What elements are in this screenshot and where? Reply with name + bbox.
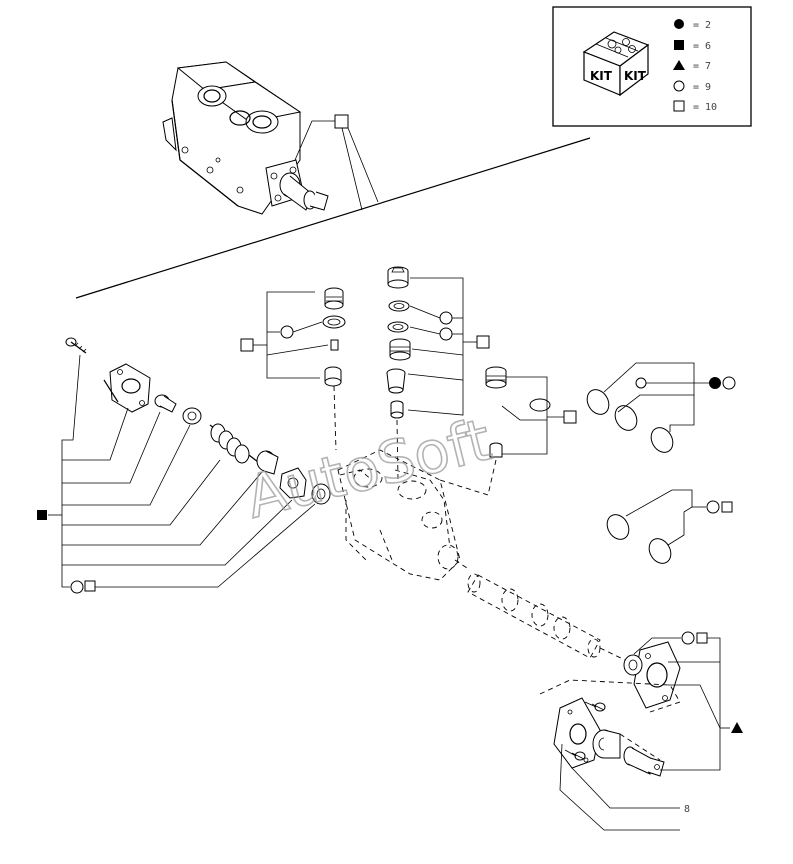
open-circle-icon [722, 376, 736, 390]
kit-label-left: KIT [590, 69, 613, 83]
open-square-icon [696, 632, 708, 644]
seal-ring-center-2 [387, 321, 409, 333]
top-callout [294, 114, 379, 211]
filled-square-icon [674, 40, 684, 50]
seal-left [311, 483, 331, 505]
kit-label-right: KIT [624, 69, 647, 83]
watermark-text: AutoSoft [239, 405, 497, 531]
filled-circle-icon [674, 19, 684, 29]
o-ring-group-bottom [606, 489, 733, 564]
right-insert-stack [439, 366, 551, 496]
open-circle-icon [673, 80, 685, 92]
plug-top-left [324, 287, 344, 310]
poppet-center [390, 400, 404, 419]
rod-end [623, 746, 665, 777]
cap-left [324, 366, 342, 387]
left-parts-chain [65, 337, 331, 505]
flange-bottom [633, 641, 681, 709]
spool-phantom [467, 573, 626, 661]
left-insert-stack [322, 287, 346, 451]
legend-filled-triangle-text: = 7 [693, 61, 711, 72]
open-square-icon [721, 501, 733, 513]
filled-circle-icon [709, 377, 721, 389]
kit-box-icon: KIT KIT [582, 31, 650, 97]
callout-box-right [563, 410, 577, 424]
filled-triangle-icon [731, 722, 743, 733]
callout-ref-number: 8 [684, 804, 690, 815]
autosoft-watermark: AutoSoft [239, 405, 499, 533]
legend-filled-circle-text: = 2 [693, 20, 711, 31]
top-valve-assembly [162, 61, 329, 215]
center-insert-stack [386, 266, 411, 481]
spring-left-chain [209, 423, 259, 464]
open-circle-icon [635, 377, 647, 389]
spring-center [389, 338, 411, 361]
open-square-icon [84, 580, 96, 592]
left-insert-bracket [240, 291, 329, 379]
screw-left [65, 337, 87, 354]
plug-center [387, 266, 409, 289]
filled-triangle-icon [673, 60, 685, 70]
seal-bottom [623, 654, 643, 676]
cup-left [256, 450, 279, 475]
sleeve-center [386, 368, 406, 394]
cap-bottom [592, 729, 621, 759]
callout-box-center [476, 335, 490, 349]
legend-filled-square-row: = 6 [674, 40, 711, 52]
legend-open-circle-row: = 9 [673, 80, 711, 93]
open-circle-icon [280, 325, 294, 339]
plug-right [485, 366, 507, 389]
washer-left [182, 407, 202, 425]
left-chain-bracket [37, 354, 316, 594]
bolt-left [154, 394, 177, 413]
callout-box-top [334, 114, 349, 129]
open-circle-icon [70, 580, 84, 594]
seal-ring-left [322, 315, 346, 329]
cap-right [489, 442, 503, 458]
kit-legend-box: KIT KIT = 2 = 6 = 7 = 9 = 10 [552, 6, 752, 127]
seal-ring-center-1 [388, 300, 410, 312]
right-insert-bracket [501, 376, 577, 455]
legend-filled-square-text: = 6 [693, 41, 711, 52]
main-valve-body [337, 449, 471, 581]
legend-open-square-row: = 10 [673, 100, 717, 113]
open-circle-icon [681, 631, 695, 645]
bottom-right-bracket: 8 [559, 631, 743, 831]
legend-open-square-text: = 10 [693, 102, 717, 113]
seal-ring-right [529, 398, 551, 412]
filled-square-icon [37, 510, 47, 520]
open-circle-icon [439, 311, 453, 325]
open-square-icon [673, 100, 685, 112]
open-circle-icon [439, 327, 453, 341]
open-circle-icon [706, 500, 720, 514]
flange-plate-2 [279, 467, 307, 499]
flange-plate [103, 363, 151, 413]
screw-bottom-2 [564, 749, 586, 761]
callout-box-left [240, 338, 254, 352]
center-insert-bracket [407, 277, 490, 416]
spring-left [330, 339, 339, 351]
bottom-right-assembly [539, 641, 681, 777]
legend-filled-triangle-row: = 7 [673, 60, 711, 72]
o-ring-group-top [586, 362, 736, 453]
legend-filled-circle-row: = 2 [674, 19, 711, 31]
screw-bottom-1 [584, 701, 606, 712]
legend-open-circle-text: = 9 [693, 82, 711, 93]
section-divider-line [75, 137, 591, 299]
